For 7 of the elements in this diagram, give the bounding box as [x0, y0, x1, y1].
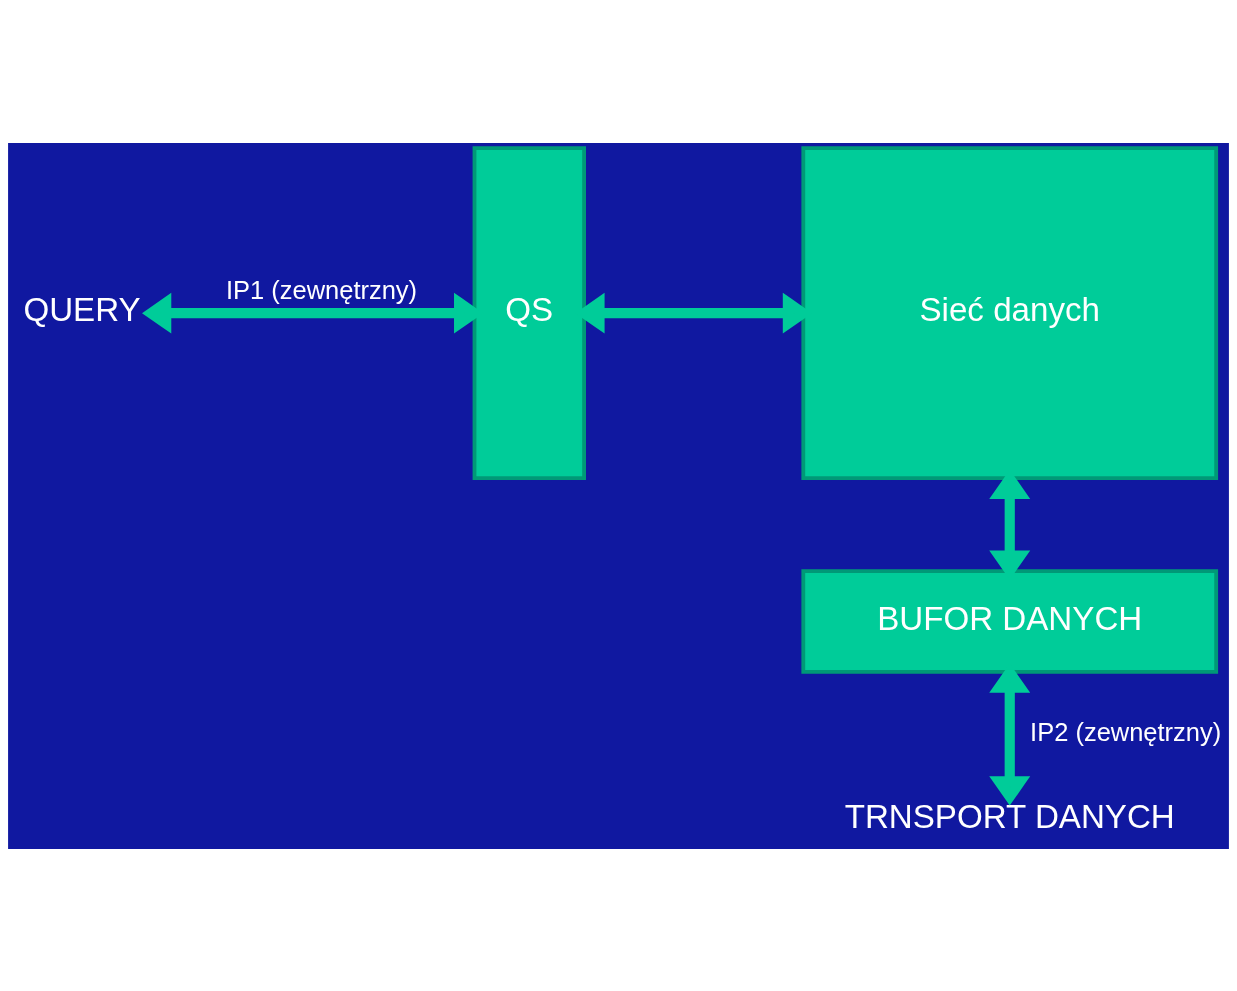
edge-label: IP2 (zewnętrzny): [1030, 717, 1222, 746]
node-box: QS: [472, 145, 586, 480]
node-box: Sieć danych: [801, 145, 1219, 480]
edge-label: IP1 (zewnętrzny): [225, 275, 418, 304]
node-box: BUFOR DANYCH: [801, 568, 1219, 674]
node-text: TRNSPORT DANYCH: [844, 797, 1175, 835]
node-text: QUERY: [23, 290, 141, 328]
